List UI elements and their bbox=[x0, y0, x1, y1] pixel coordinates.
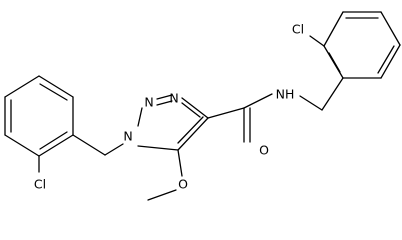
bond-ch2-to-ring-left bbox=[72, 134, 106, 156]
atom-label-n-ring-3: N bbox=[169, 91, 178, 106]
atom-label-o-methoxy: O bbox=[178, 177, 188, 192]
bond-ring-to-methoxy-o bbox=[177, 149, 183, 177]
atom-label-o-carbonyl: O bbox=[259, 143, 269, 158]
left-benzene-ring bbox=[4, 75, 74, 157]
triazole-ring bbox=[137, 94, 209, 151]
atom-label-cl-bottom: Cl bbox=[34, 177, 46, 192]
bond-methoxy-o-to-ch3 bbox=[147, 189, 177, 201]
atom-label-nh: NH bbox=[276, 87, 295, 102]
atom-label-n-ring-1: N bbox=[123, 129, 132, 144]
bond-ring-to-ch2-top bbox=[321, 77, 344, 111]
bond-carbonyl-to-ring bbox=[207, 107, 245, 119]
bond-ch2-to-nh bbox=[299, 95, 323, 111]
top-right-benzene-ring bbox=[323, 11, 401, 79]
atom-label-n-ring-2: N bbox=[144, 95, 153, 110]
bond-ring-to-cl-top bbox=[309, 35, 325, 47]
atom-label-cl-top: Cl bbox=[292, 22, 304, 37]
bond-nh-to-carbonyl bbox=[243, 93, 273, 109]
chemical-structure-diagram: Cl NH O N N N O Cl bbox=[4, 11, 401, 201]
bond-n1-to-ch2 bbox=[104, 143, 124, 156]
